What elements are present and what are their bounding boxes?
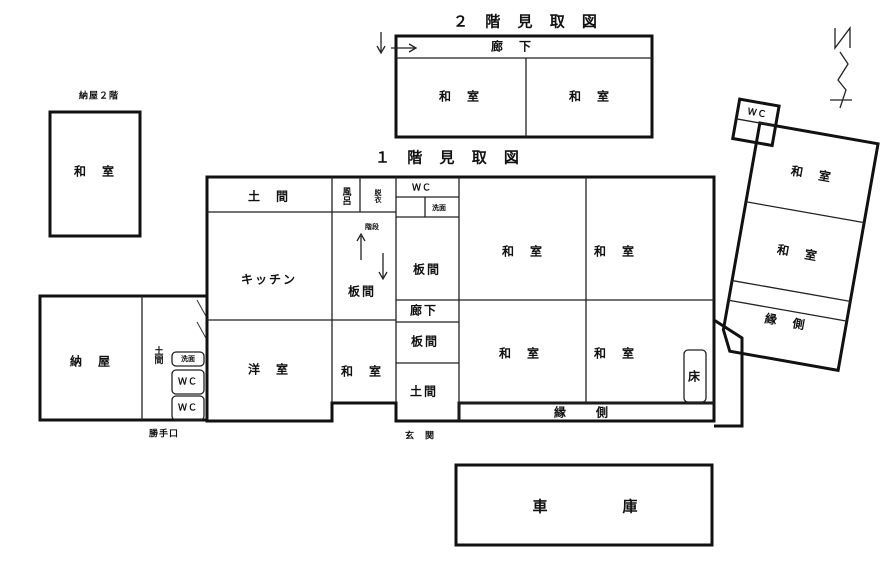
- room-board-left: 板間: [348, 284, 376, 299]
- annex-plan: ＷＣ 和 室 和 室 縁 側: [721, 97, 880, 373]
- stairs-down-arrow-icon: [378, 253, 388, 281]
- annex-connector: [713, 318, 744, 428]
- floor1-outline: [205, 175, 716, 423]
- barn-room: 納 屋: [70, 354, 112, 369]
- garage-label: 車 庫: [532, 498, 667, 516]
- room-wash: 洗面: [432, 203, 446, 212]
- barn-entrance: 勝手口: [149, 428, 179, 440]
- barn-plan: 納 屋 土間 洗面 ＷＣ ＷＣ 勝手口: [38, 294, 209, 440]
- floor2-title: ２ 階 見 取 図: [453, 13, 603, 31]
- barn2-room: 和 室: [73, 164, 116, 179]
- floor1-title: １ 階 見 取 図: [375, 149, 525, 167]
- garage-outline: [454, 463, 714, 547]
- north-arrow-icon: [830, 26, 852, 109]
- floor2-room-right: 和 室: [568, 89, 611, 104]
- floor2-plan: 廊 下 和 室 和 室: [394, 34, 654, 139]
- barn2-title: 納屋２階: [79, 90, 119, 102]
- annex-room-mid: 和 室: [775, 241, 820, 263]
- room-japanese-small: 和 室: [340, 364, 383, 379]
- barn2-outline: [48, 110, 142, 238]
- room-dressing: 脱衣: [374, 188, 383, 204]
- room-japanese-2: 和 室: [593, 244, 636, 259]
- room-japanese-1: 和 室: [501, 244, 544, 259]
- annex-room-top: 和 室: [789, 163, 834, 185]
- room-hall: 廊下: [410, 303, 438, 318]
- room-stairs: 階段: [365, 222, 379, 231]
- room-western: 洋 室: [248, 362, 290, 377]
- room-japanese-4: 和 室: [593, 346, 636, 361]
- room-tokonoma: 床: [688, 369, 702, 384]
- annex-wc: ＷＣ: [747, 106, 769, 120]
- annex-outline: [721, 121, 880, 373]
- room-board-b: 板間: [411, 334, 439, 349]
- room-japanese-3: 和 室: [498, 346, 541, 361]
- room-board-a: 板間: [413, 262, 441, 277]
- room-bath: 風呂: [341, 187, 352, 206]
- floor1-plan: 土 間 キッチン 洋 室 風呂 脱衣 階段 板間 和 室 ＷＣ 洗面 板間 廊下…: [205, 175, 716, 442]
- barn-wc2: ＷＣ: [178, 403, 198, 414]
- floor2-outline: [394, 34, 654, 139]
- annex-engawa: 縁 側: [764, 310, 808, 332]
- barn-wc1: ＷＣ: [178, 377, 198, 388]
- room-doma-bottom: 土間: [410, 384, 438, 399]
- room-engawa: 縁 側: [554, 405, 610, 420]
- floor2-corridor: 廊 下: [491, 39, 533, 54]
- room-genkan: 玄 関: [405, 430, 435, 442]
- barn-wash: 洗面: [181, 354, 195, 363]
- room-wc: ＷＣ: [412, 183, 432, 194]
- barn-doma: 土間: [153, 345, 164, 365]
- room-kitchen: キッチン: [241, 273, 297, 287]
- stair-arrow-icon: [376, 32, 418, 55]
- stairs-up-arrow-icon: [356, 232, 366, 260]
- room-doma-top: 土 間: [248, 189, 290, 204]
- floor2-room-left: 和 室: [438, 89, 481, 104]
